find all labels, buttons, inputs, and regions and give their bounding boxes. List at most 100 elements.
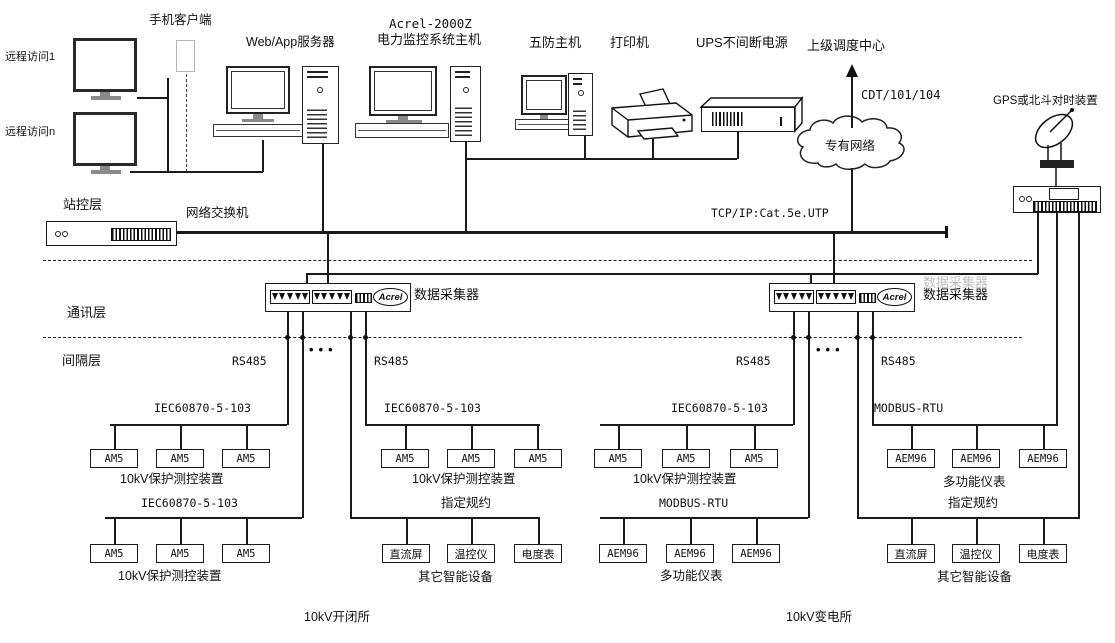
- device-box: AM5: [381, 449, 429, 468]
- time-sync-wire: [306, 273, 1038, 275]
- monitor-base: [386, 120, 422, 123]
- layer-divider-2: [43, 337, 1022, 338]
- device-box: AM5: [730, 449, 778, 468]
- device-box: AM5: [662, 449, 710, 468]
- remote-monitorN: [73, 112, 137, 166]
- satellite-dish-icon: [1034, 108, 1074, 187]
- protocol-g2-bottom: 指定规约: [441, 496, 492, 510]
- wire: [584, 136, 586, 159]
- phone-icon: [176, 40, 195, 72]
- layer-bay-label: 间隔层: [62, 353, 102, 368]
- private-network-label: 专有网络: [825, 139, 876, 153]
- wire: [167, 78, 169, 173]
- protocol-g3-top: IEC60870-5-103: [671, 401, 768, 415]
- wire: [327, 233, 329, 284]
- device-box: 电度表: [514, 544, 562, 563]
- wire: [350, 312, 352, 518]
- host-desc-label: 电力监控系统主机: [377, 32, 482, 47]
- caption-g3-top: 10kV保护测控装置: [633, 472, 737, 486]
- printer-icon: [611, 88, 693, 140]
- screen: [231, 71, 285, 109]
- caption-g3-bottom: 多功能仪表: [660, 569, 723, 583]
- branch-bus: [872, 424, 1058, 426]
- wire: [833, 233, 835, 284]
- switch-port-strip: [111, 228, 171, 241]
- monitor-stand: [100, 92, 110, 96]
- host-monitor: [369, 66, 437, 116]
- dispatch-center-label: 上级调度中心: [807, 38, 886, 53]
- keyboard: [515, 119, 573, 130]
- switch-port-icon: [55, 231, 68, 237]
- up-arrow-icon: [846, 64, 858, 77]
- collector-vent: [355, 293, 372, 303]
- device-box: AM5: [156, 449, 204, 468]
- wire: [872, 312, 874, 425]
- wire: [652, 139, 654, 159]
- wufang-label: 五防主机: [529, 35, 582, 50]
- host-tower: [450, 66, 481, 142]
- webapp-monitor: [226, 66, 290, 114]
- device-box: AEM96: [599, 544, 647, 563]
- branch-bus: [365, 424, 540, 426]
- collector-2-ghost-label: 数据采集器: [923, 275, 989, 290]
- device-box: AEM96: [666, 544, 714, 563]
- gps-label: GPS或北斗对时装置: [993, 95, 1098, 107]
- monitor-stand: [100, 166, 110, 170]
- wire: [306, 273, 308, 284]
- monitor-stand: [398, 116, 408, 120]
- protocol-g1-top: IEC60870-5-103: [154, 401, 251, 415]
- printer-label: 打印机: [610, 35, 650, 50]
- wufang-tower: [568, 73, 593, 136]
- wire: [1056, 213, 1058, 426]
- protocol-g4-top: MODBUS-RTU: [874, 401, 944, 415]
- wire: [137, 97, 168, 99]
- wire: [857, 312, 859, 518]
- layer-station-label: 站控层: [63, 197, 103, 212]
- device-box: AM5: [90, 544, 138, 563]
- bus-end-tick: [945, 226, 948, 238]
- device-box: AEM96: [732, 544, 780, 563]
- device-box: AEM96: [1019, 449, 1067, 468]
- wire: [810, 273, 812, 284]
- site-label-left: 10kV开闭所: [304, 610, 370, 624]
- layer-comm-label: 通讯层: [67, 305, 107, 320]
- screen: [374, 71, 432, 111]
- collector-1-label: 数据采集器: [414, 287, 480, 302]
- collector-2-label: 数据采集器: [923, 287, 989, 302]
- device-box: AM5: [90, 449, 138, 468]
- branch-bus: [857, 517, 1079, 519]
- server-tower: [302, 66, 339, 144]
- device-box: AEM96: [952, 449, 1000, 468]
- protocol-g2-top: IEC60870-5-103: [384, 401, 481, 415]
- device-box: 直流屏: [382, 544, 430, 563]
- acrel-logo: Acrel: [877, 288, 912, 306]
- gps-port-icon: [1019, 196, 1032, 202]
- protocol-g4-bottom: 指定规约: [948, 496, 999, 510]
- monitor-base: [242, 119, 274, 122]
- device-box: AM5: [222, 449, 270, 468]
- webapp-server-label: Web/App服务器: [246, 35, 335, 49]
- wire: [851, 76, 853, 128]
- device-box: AM5: [514, 449, 562, 468]
- wire: [365, 312, 367, 425]
- caption-g2-bottom: 其它智能设备: [418, 570, 494, 584]
- caption-g4-top: 多功能仪表: [943, 475, 1006, 489]
- remote-monitor1: [73, 38, 137, 92]
- wire: [465, 142, 467, 233]
- monitor-stand: [540, 115, 548, 119]
- host-name-label: Acrel-2000Z: [389, 16, 472, 31]
- screen: [526, 80, 562, 110]
- protocol-g3-bottom: MODBUS-RTU: [659, 496, 729, 510]
- branch-bus: [105, 517, 302, 519]
- ups-switch-mark: [780, 117, 782, 126]
- caption-g2-top: 10kV保护测控装置: [412, 472, 516, 486]
- keyboard: [213, 124, 303, 137]
- collector-ports: [774, 290, 814, 304]
- branch-bus: [110, 424, 287, 426]
- device-box: AEM96: [887, 449, 935, 468]
- monitor-stand: [253, 114, 263, 119]
- ellipsis-dots: •••: [816, 342, 845, 357]
- collector-ports: [312, 290, 352, 304]
- ethernet-bus: [177, 231, 947, 234]
- collector-ports: [270, 290, 310, 304]
